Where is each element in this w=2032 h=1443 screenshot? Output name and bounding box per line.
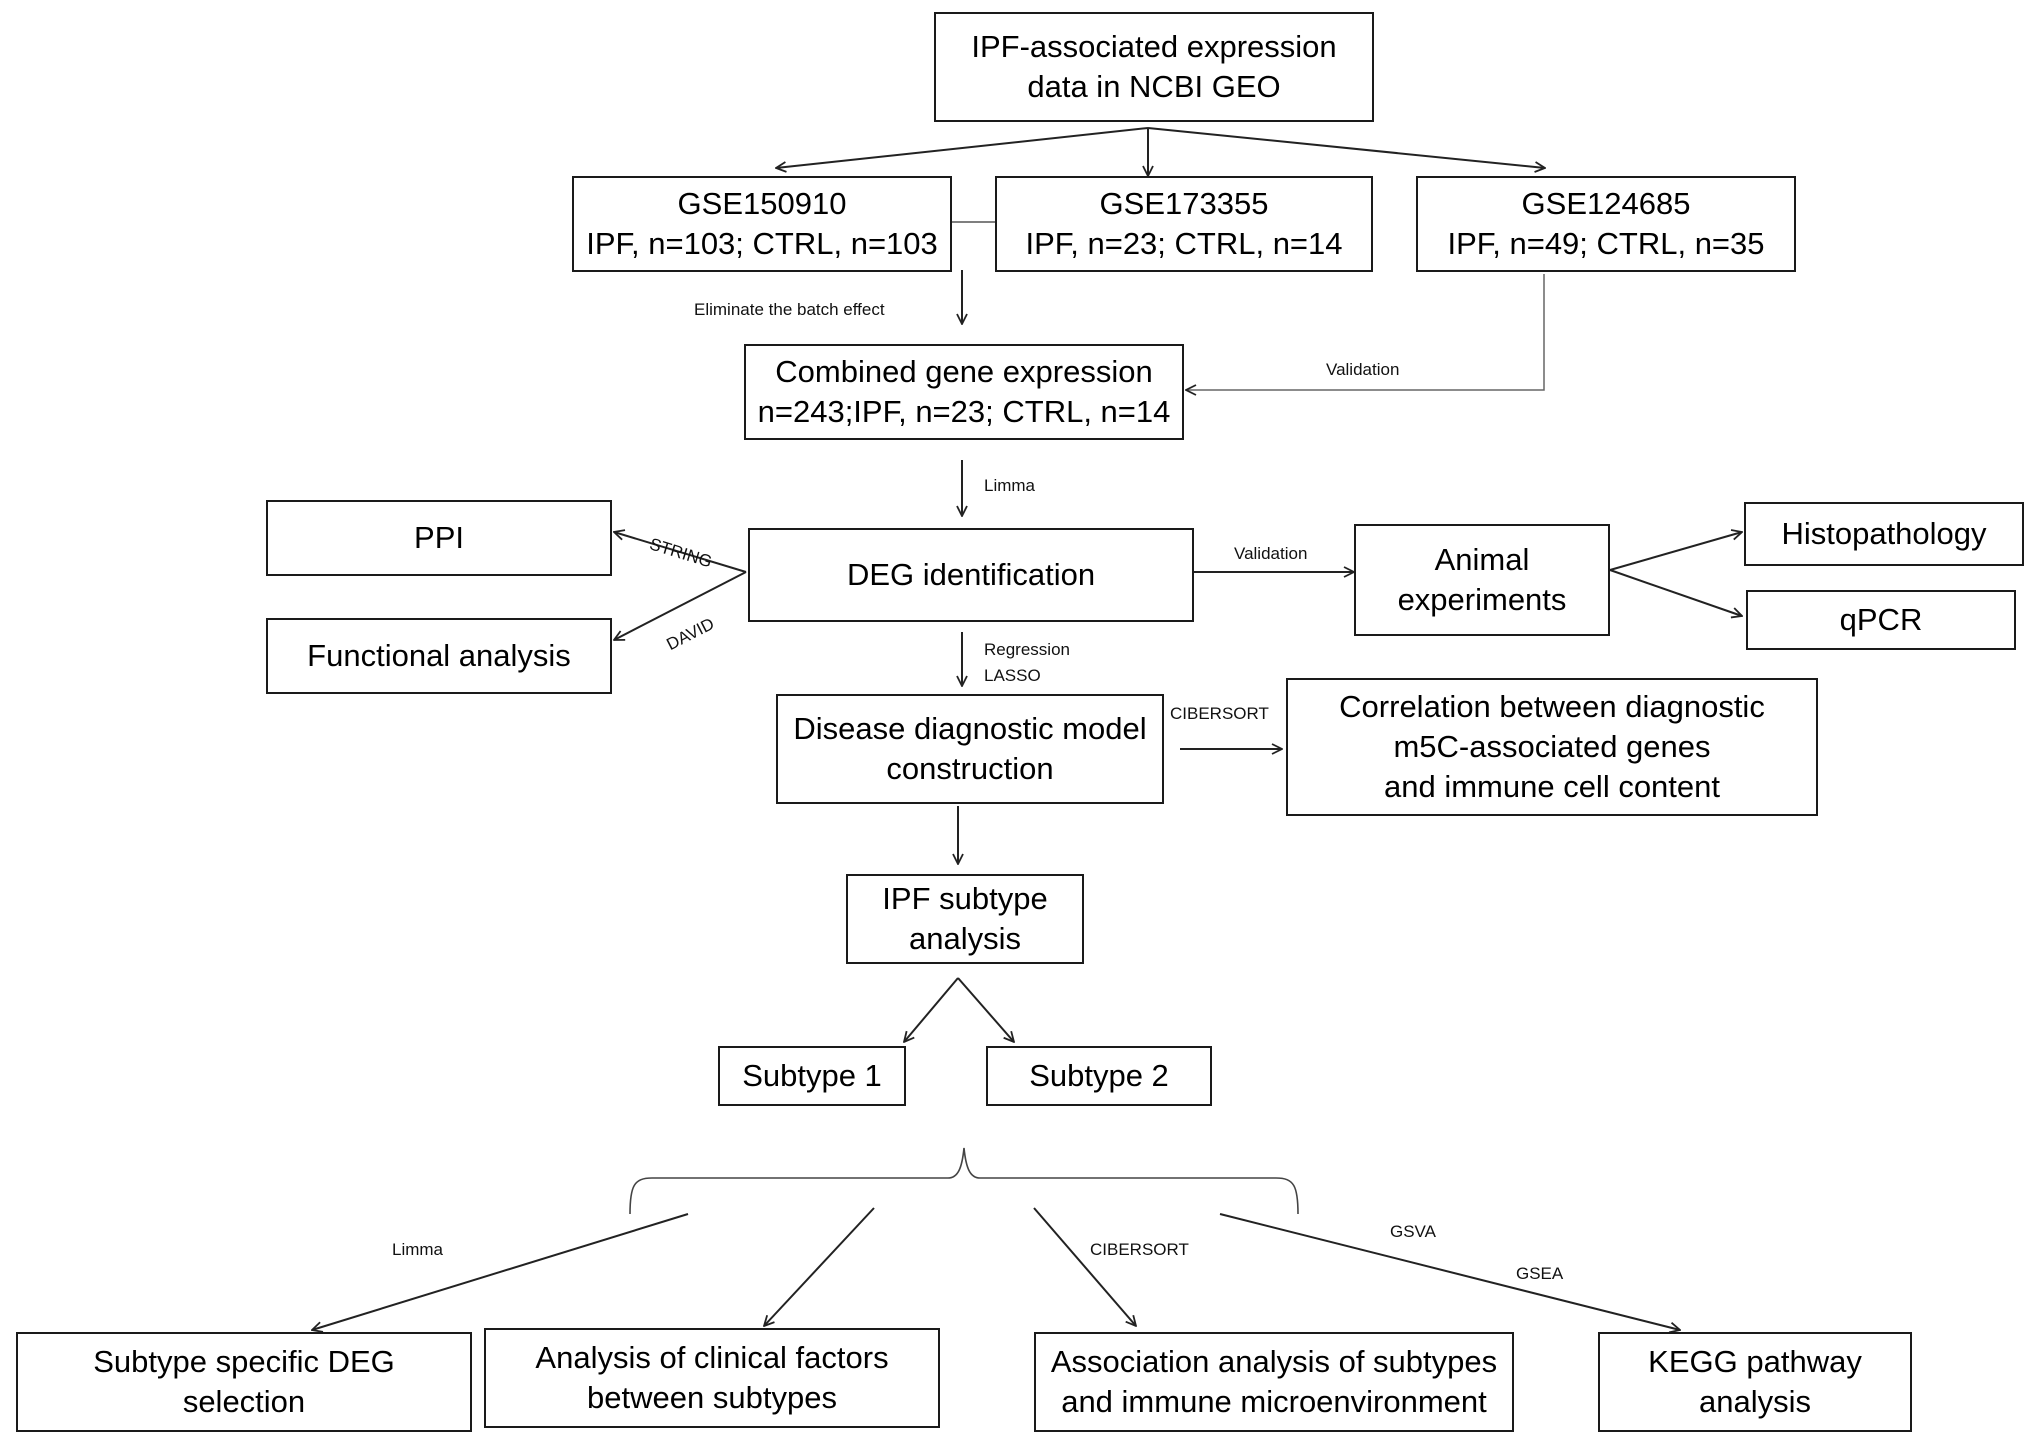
gse150910-node: GSE150910 IPF, n=103; CTRL, n=103: [572, 176, 952, 272]
functional-node-label: Functional analysis: [307, 638, 571, 673]
edge-label-cibersort-top: CIBERSORT: [1170, 704, 1269, 723]
subtype-analysis-node-label: IPF subtype analysis: [882, 881, 1048, 956]
ppi-node: PPI: [266, 500, 612, 576]
edge-label-validation-right: Validation: [1234, 544, 1308, 563]
ppi-node-label: PPI: [414, 520, 464, 555]
combined-node-label: Combined gene expression n=243;IPF, n=23…: [757, 354, 1171, 429]
edge-label-gsva: GSVA: [1390, 1222, 1436, 1241]
arrow-to-immune: [1033, 1207, 1136, 1326]
histo-node-label: Histopathology: [1781, 516, 1987, 551]
gse173355-node-label: GSE173355 IPF, n=23; CTRL, n=14: [1025, 186, 1343, 261]
gse124685-node: GSE124685 IPF, n=49; CTRL, n=35: [1416, 176, 1796, 272]
gse173355-node: GSE173355 IPF, n=23; CTRL, n=14: [995, 176, 1373, 272]
correlation-node: Correlation between diagnostic m5C-assoc…: [1286, 678, 1818, 816]
correlation-node-label: Correlation between diagnostic m5C-assoc…: [1339, 689, 1765, 804]
curly-bracket: [629, 1147, 1299, 1215]
kegg-node: KEGG pathway analysis: [1598, 1332, 1912, 1432]
source-node: IPF-associated expression data in NCBI G…: [934, 12, 1374, 122]
edge-label-regression: Regression: [984, 640, 1070, 659]
arrow-animal-to-histo: [1609, 532, 1742, 571]
edge-label-limma-bottom: Limma: [392, 1240, 444, 1259]
deg-selection-node-label: Subtype specific DEG selection: [93, 1344, 395, 1419]
arrow-animal-to-qpcr: [1609, 569, 1742, 616]
histo-node: Histopathology: [1744, 502, 2024, 566]
arrow-to-kegg: [1219, 1213, 1680, 1330]
clinical-node-label: Analysis of clinical factors between sub…: [535, 1340, 889, 1415]
model-node: Disease diagnostic model construction: [776, 694, 1164, 804]
source-node-label: IPF-associated expression data in NCBI G…: [971, 29, 1337, 104]
gse150910-node-label: GSE150910 IPF, n=103; CTRL, n=103: [586, 186, 938, 261]
arrow-deg-to-ppi: [614, 532, 747, 573]
deg-node: DEG identification: [748, 528, 1194, 622]
arrow-source-to-gse150910: [776, 127, 1149, 168]
subtype2-node: Subtype 2: [986, 1046, 1212, 1106]
combined-node: Combined gene expression n=243;IPF, n=23…: [744, 344, 1184, 440]
immune-node-label: Association analysis of subtypes and imm…: [1050, 1344, 1498, 1419]
qpcr-node: qPCR: [1746, 590, 2016, 650]
subtype2-node-label: Subtype 2: [1029, 1058, 1169, 1093]
qpcr-node-label: qPCR: [1839, 602, 1923, 637]
edge-label-batch: Eliminate the batch effect: [694, 300, 885, 319]
functional-node: Functional analysis: [266, 618, 612, 694]
immune-node: Association analysis of subtypes and imm…: [1034, 1332, 1514, 1432]
edge-label-cibersort-bottom: CIBERSORT: [1090, 1240, 1189, 1259]
edge-label-limma-top: Limma: [984, 476, 1036, 495]
deg-selection-node: Subtype specific DEG selection: [16, 1332, 472, 1432]
arrow-validation-to-combined: [1186, 274, 1545, 390]
deg-node-label: DEG identification: [846, 557, 1096, 592]
subtype1-node: Subtype 1: [718, 1046, 906, 1106]
arrow-deg-to-functional: [614, 571, 747, 640]
arrow-to-clinical: [764, 1207, 875, 1326]
subtype-analysis-node: IPF subtype analysis: [846, 874, 1084, 964]
edge-label-lasso: LASSO: [984, 666, 1041, 685]
arrow-to-subtype1: [904, 977, 959, 1042]
model-node-label: Disease diagnostic model construction: [793, 711, 1147, 786]
arrow-to-subtype2: [957, 977, 1014, 1042]
clinical-node: Analysis of clinical factors between sub…: [484, 1328, 940, 1428]
arrow-source-to-gse124685: [1147, 127, 1545, 168]
kegg-node-label: KEGG pathway analysis: [1648, 1344, 1862, 1419]
edge-label-gsea: GSEA: [1516, 1264, 1564, 1283]
edge-label-validation-top: Validation: [1326, 360, 1400, 379]
animal-node-label: Animal experiments: [1397, 542, 1567, 617]
subtype1-node-label: Subtype 1: [742, 1058, 882, 1093]
animal-node: Animal experiments: [1354, 524, 1610, 636]
gse124685-node-label: GSE124685 IPF, n=49; CTRL, n=35: [1447, 186, 1765, 261]
arrow-to-deg-selection: [312, 1213, 689, 1330]
